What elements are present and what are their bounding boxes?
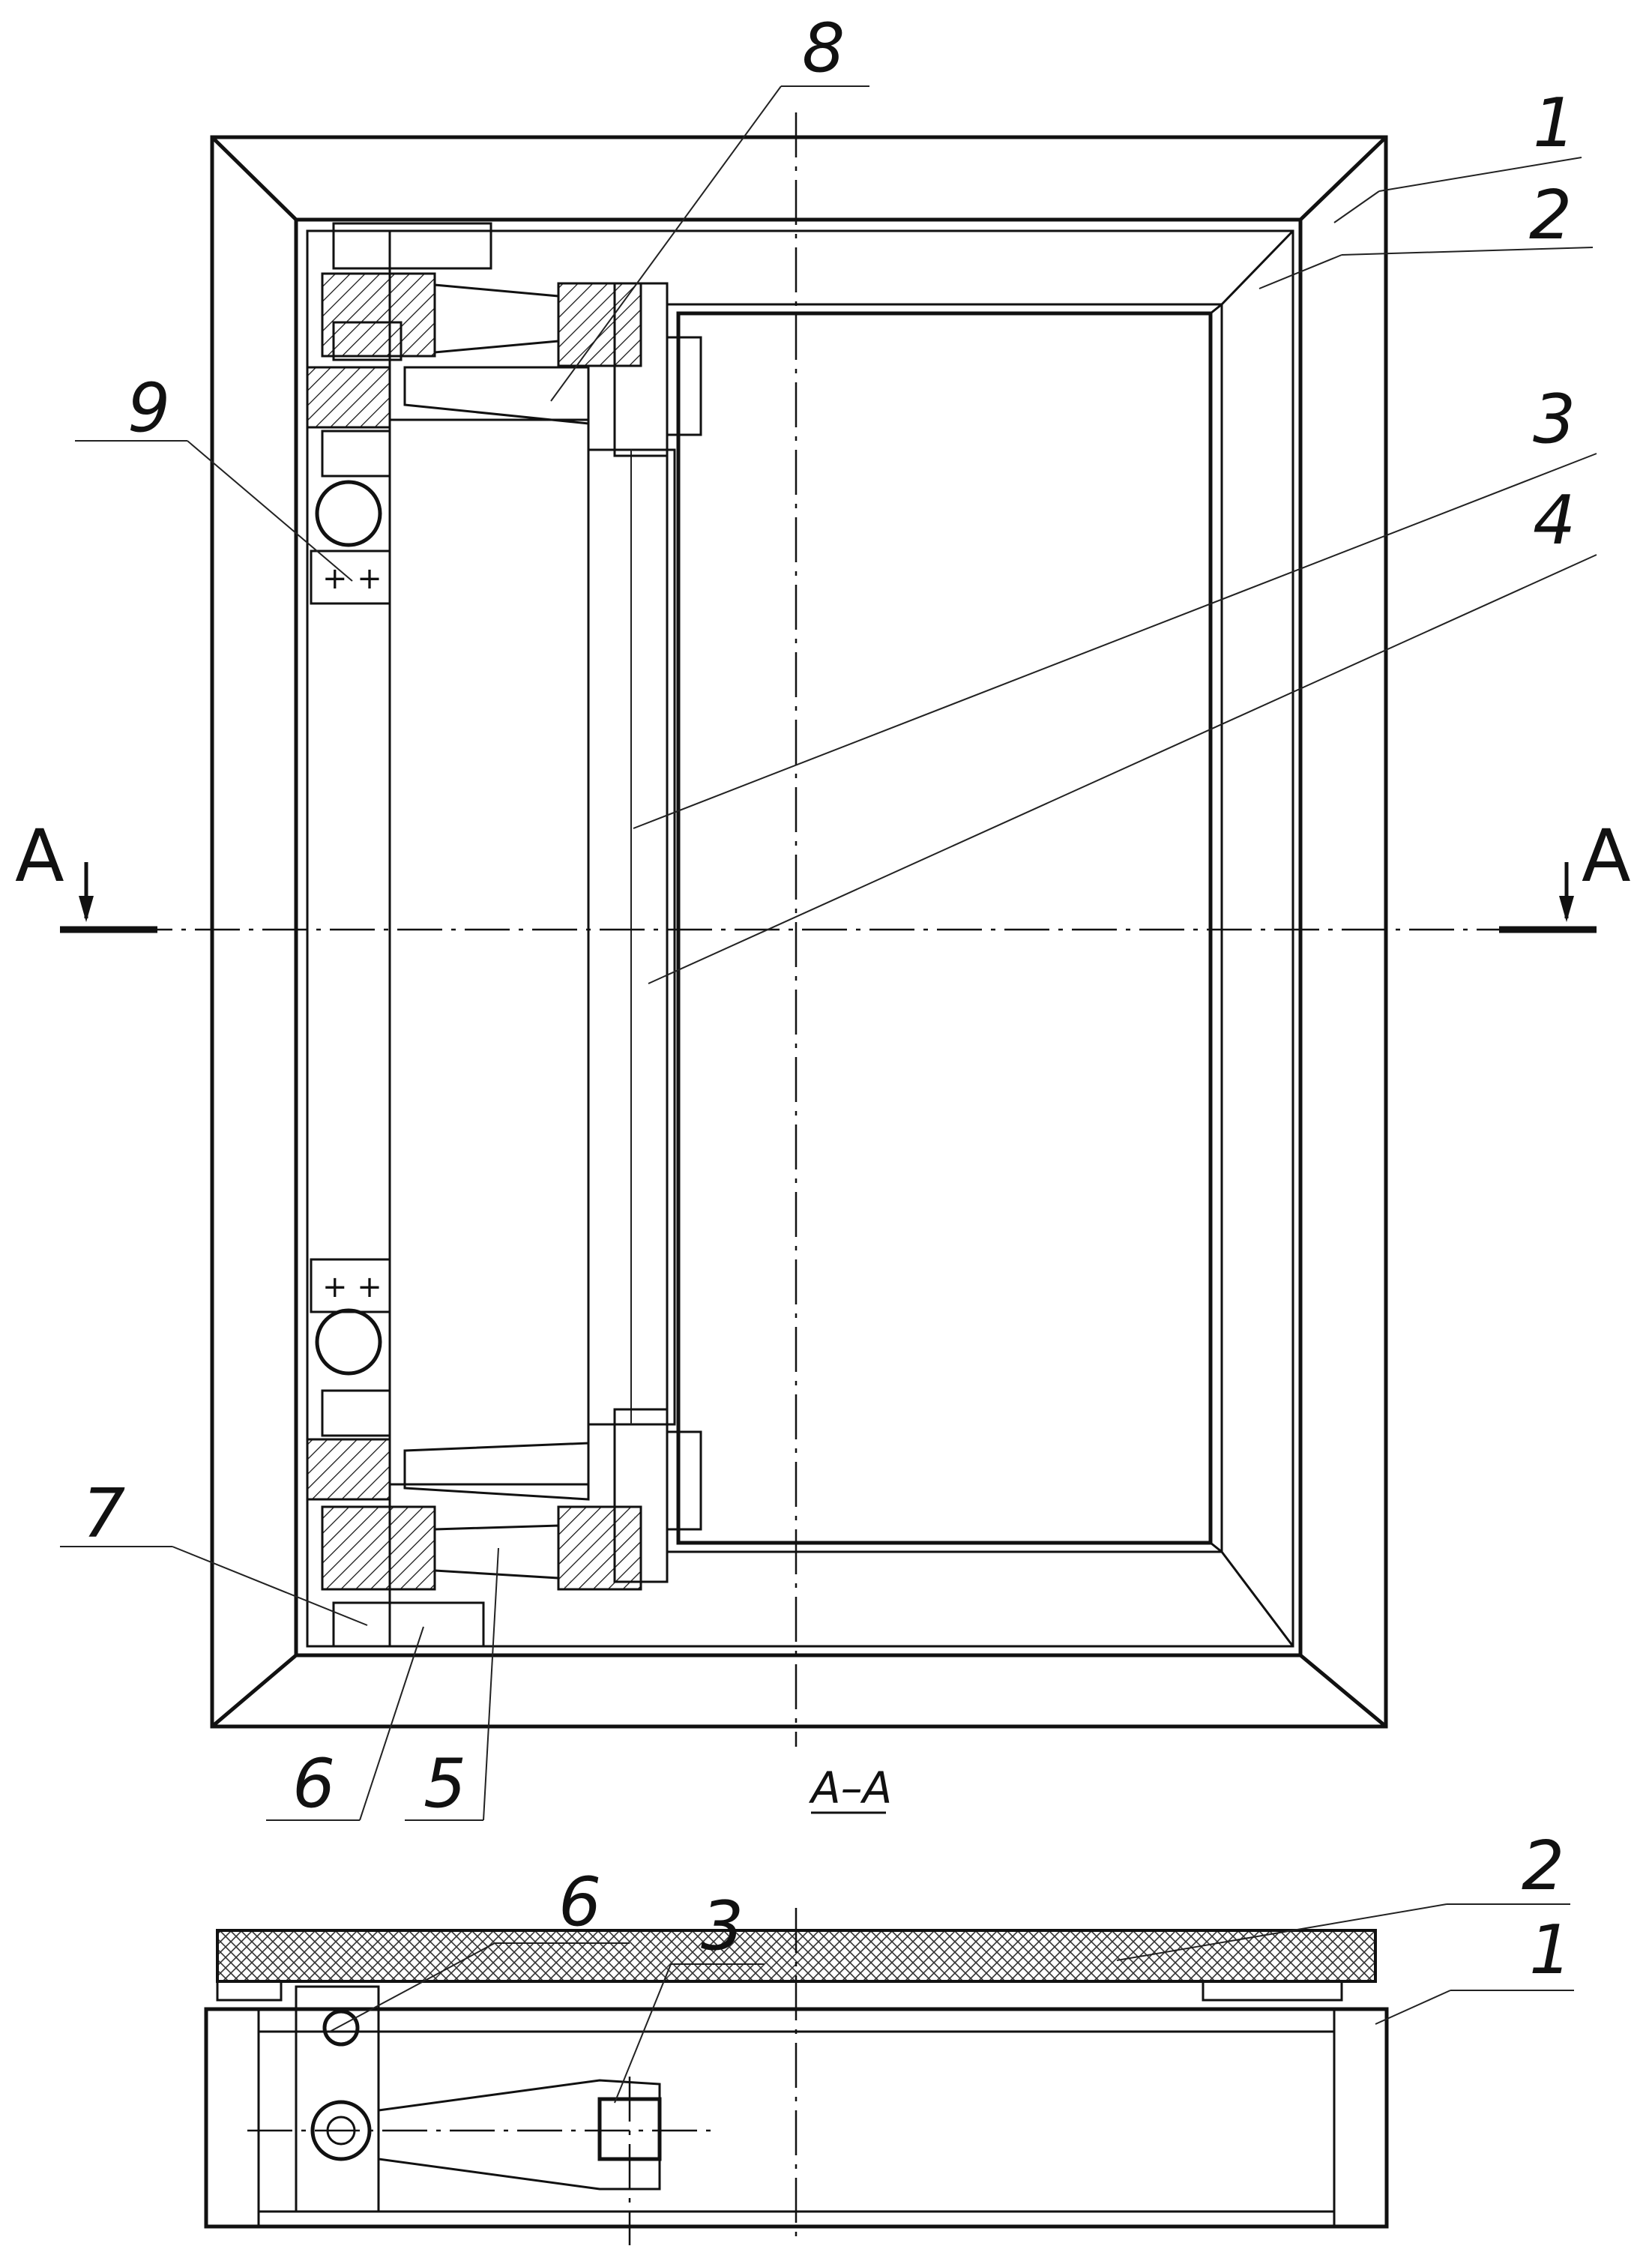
- section-label-right: A: [1582, 814, 1631, 898]
- sec-callout-1: 1: [1529, 1911, 1572, 1990]
- door-panel-opening: [676, 311, 1213, 1545]
- lever-section: [377, 2079, 661, 2191]
- callout-7: 7: [82, 1475, 125, 1553]
- bottom-lever-5: [433, 1524, 560, 1580]
- bottom-hinge-pin: [315, 1308, 382, 1376]
- section-view: A–A 6 3 2 1: [204, 1762, 1574, 2245]
- callout-4: 4: [1533, 481, 1576, 560]
- sec-callout-2: 2: [1522, 1827, 1564, 1906]
- callout-3: 3: [1533, 380, 1576, 459]
- top-lever-8: [403, 366, 590, 425]
- section-label-left: A: [15, 814, 64, 898]
- bottom-stop-block-6: [332, 1601, 485, 1648]
- door-frame: [306, 229, 1294, 1648]
- svg-text:+ +: + +: [322, 562, 382, 596]
- top-hinge-pin: [315, 480, 382, 547]
- svg-text:+ +: + +: [322, 1270, 382, 1304]
- top-stop-block: [332, 222, 492, 270]
- callout-5: 5: [423, 1744, 466, 1823]
- top-view: + + + + A A 1: [15, 9, 1631, 1823]
- left-strip: [306, 229, 391, 1648]
- frame-inner-edge: [294, 217, 1303, 1658]
- hinge-bracket-section: [295, 1985, 380, 2213]
- callout-9: 9: [127, 369, 170, 448]
- sec-callout-3: 3: [701, 1887, 744, 1966]
- callout-2: 2: [1529, 176, 1572, 255]
- callout-1: 1: [1533, 84, 1576, 163]
- outer-frame: [210, 135, 1388, 1729]
- section-view-title: A–A: [808, 1762, 892, 1813]
- sec-callout-6: 6: [558, 1863, 601, 1942]
- callout-6: 6: [292, 1744, 335, 1823]
- callout-8: 8: [802, 9, 845, 88]
